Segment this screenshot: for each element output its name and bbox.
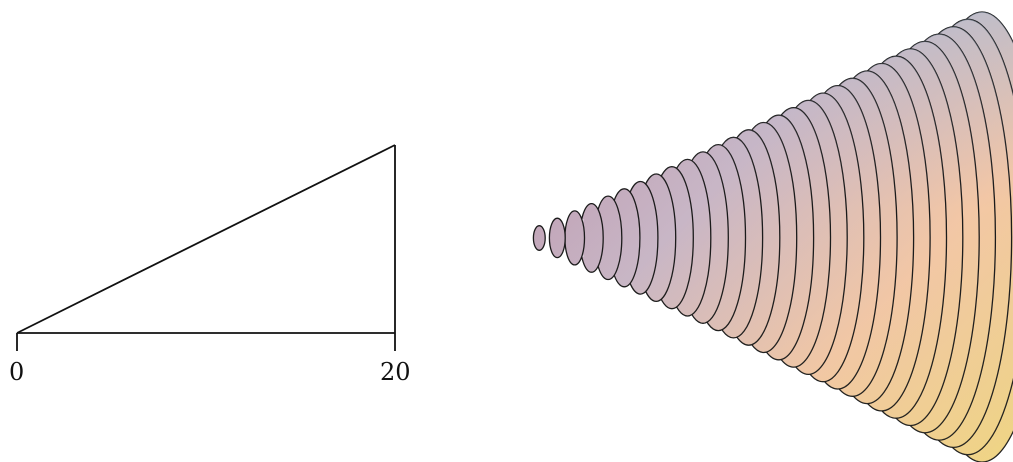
axis-label-end: 20 xyxy=(380,358,411,386)
cone-ring-shade xyxy=(579,203,604,273)
cone-ring-shade xyxy=(533,225,546,251)
cone-ring-shade xyxy=(549,218,566,258)
hypotenuse-line xyxy=(16,144,396,334)
cone-ring-shade xyxy=(564,210,585,265)
cone-rings-group xyxy=(532,11,1013,462)
axis-label-start: 0 xyxy=(9,358,25,386)
